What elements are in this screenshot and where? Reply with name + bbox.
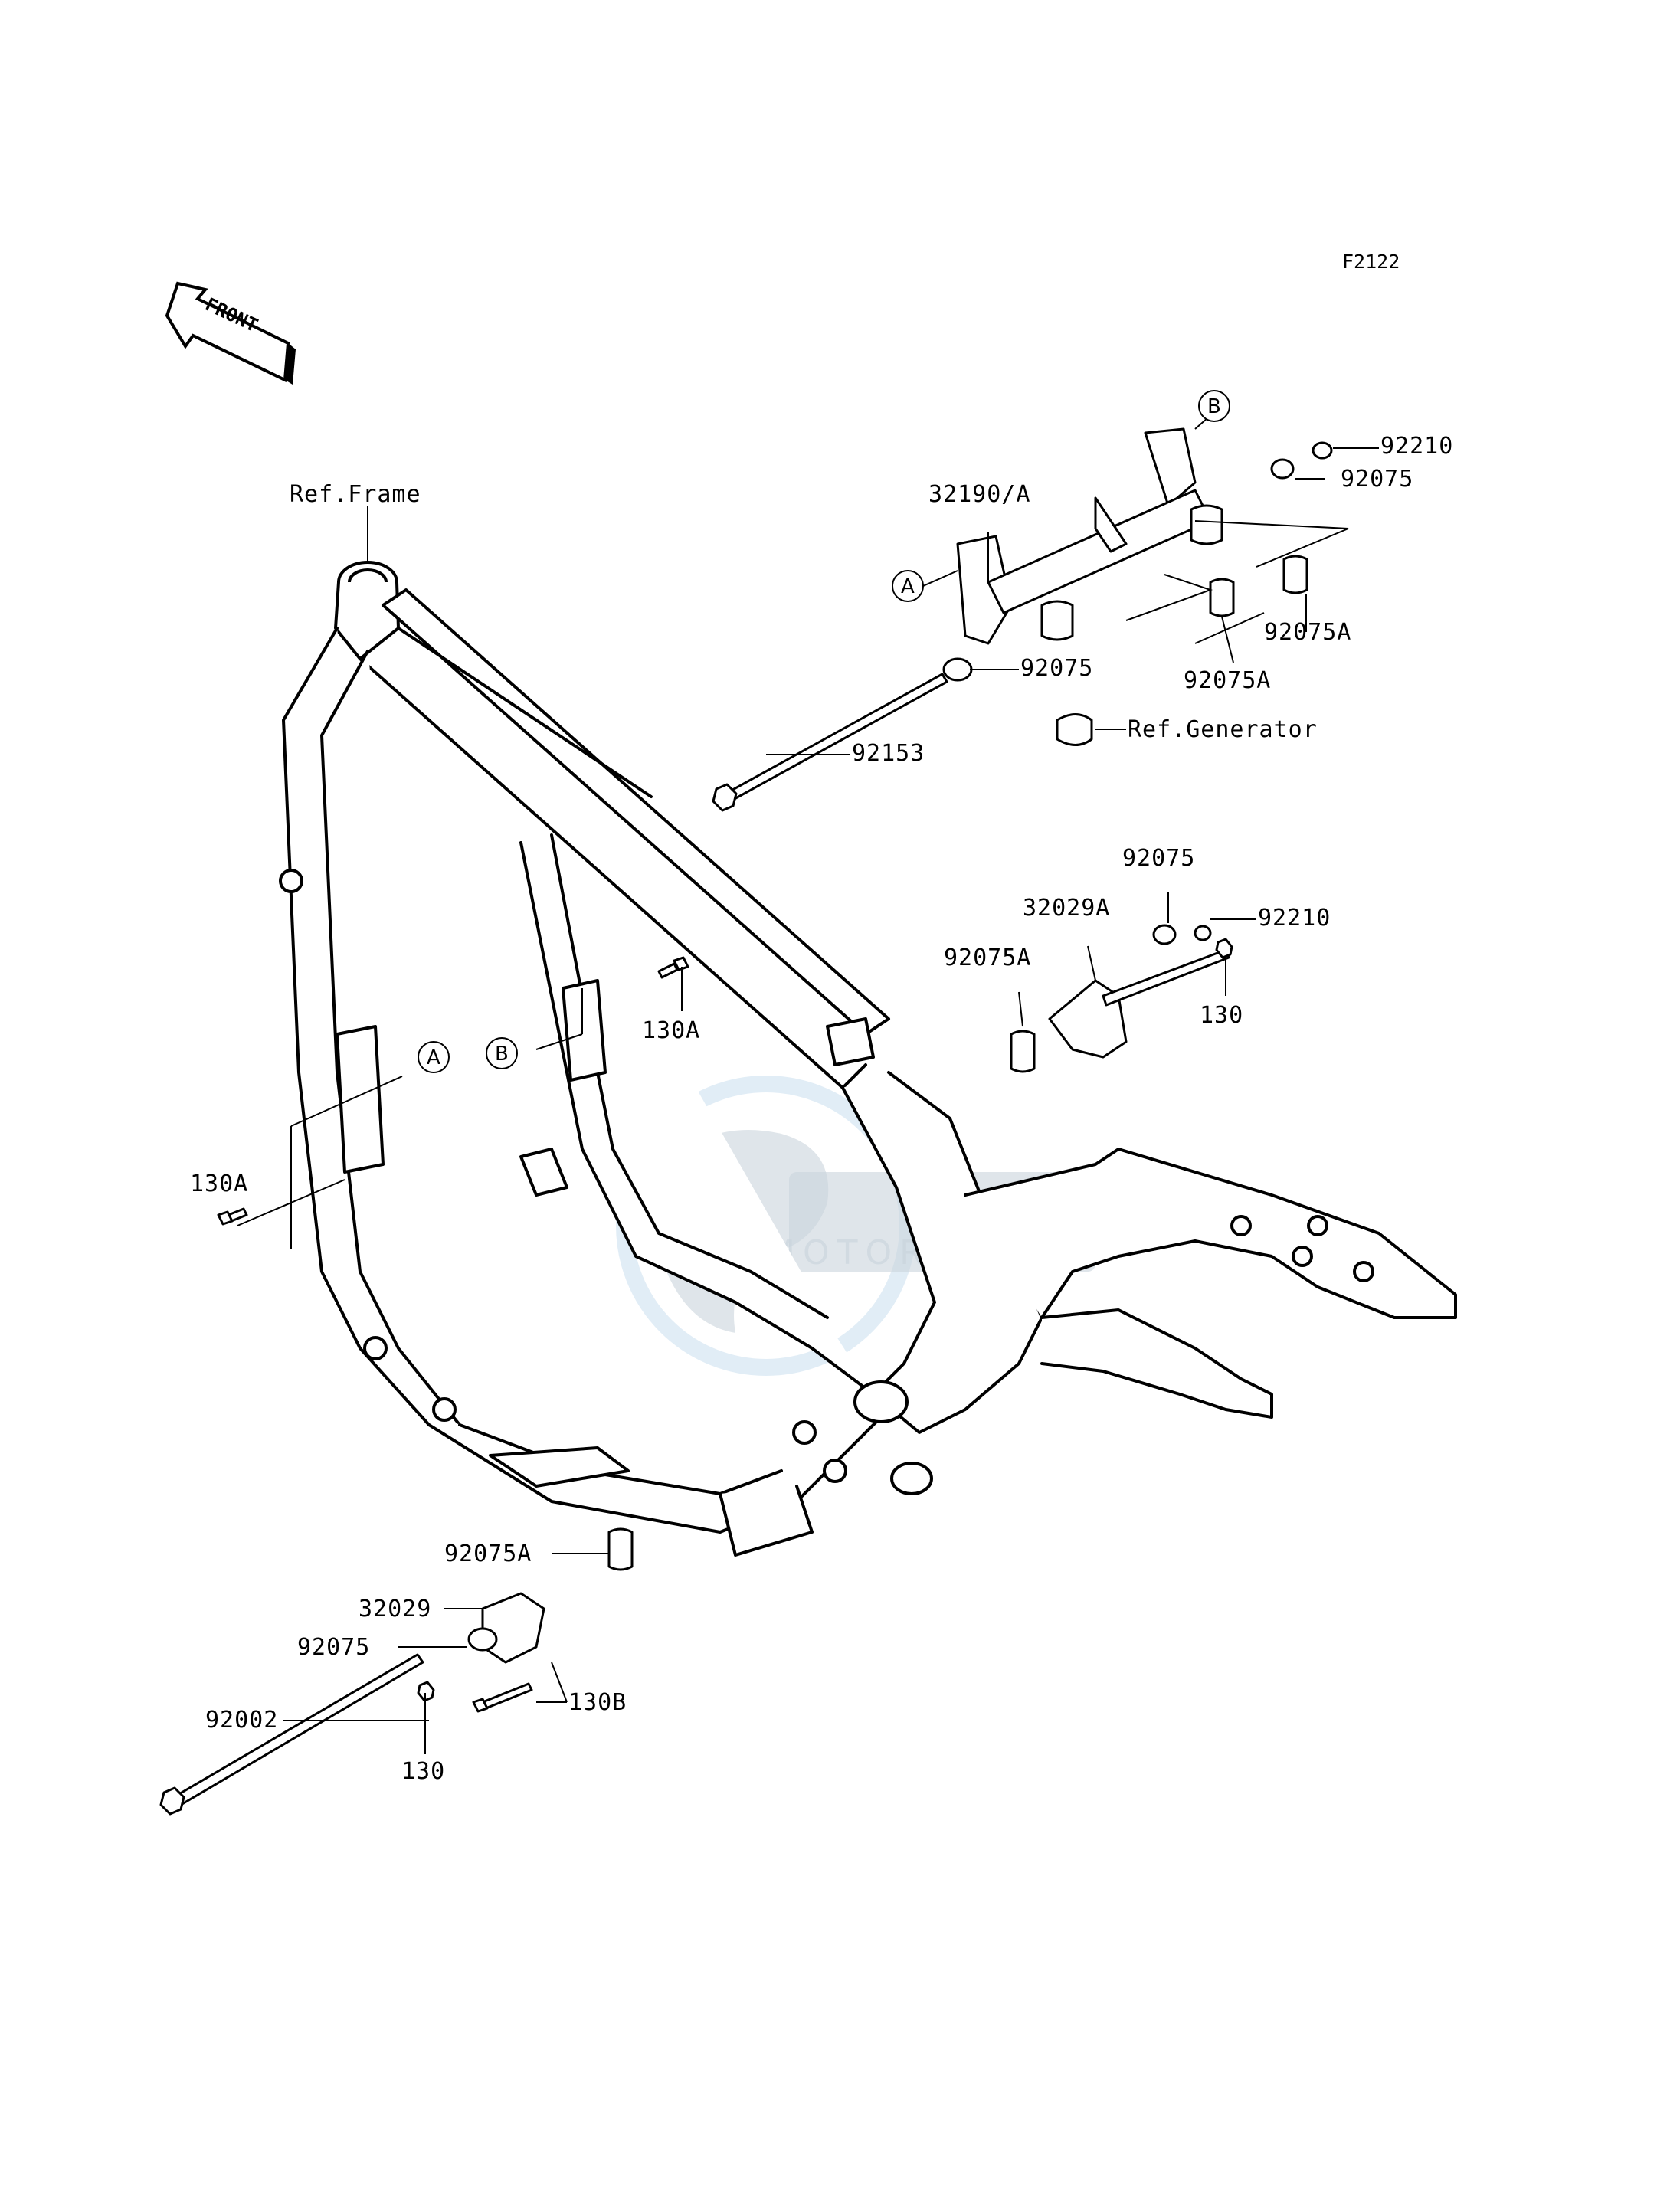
part-130b-label: 130B [568,1689,627,1716]
callout-b-center: B [486,1037,518,1069]
part-92210-2-label: 92210 [1258,905,1331,932]
bottom-bracket-assembly [159,1207,634,1816]
svg-text:B: B [1207,395,1221,418]
svg-text:B: B [495,1043,509,1066]
callout-a-top: A [892,570,924,602]
top-bracket-assembly [712,427,1349,812]
part-92075-bottom-label: 92075 [297,1634,370,1661]
part-92210-top-label: 92210 [1380,433,1453,460]
motorcycle-frame [279,561,1457,1557]
diagram-code: F2122 [1342,250,1400,273]
part-130-bottom-label: 130 [401,1758,445,1785]
part-92075a-left-label: 92075A [944,945,1031,971]
svg-text:A: A [427,1046,440,1069]
ref-generator-label: Ref.Generator [1128,716,1318,743]
part-130a-left-label: 130A [190,1171,248,1197]
part-92153-label: 92153 [852,740,925,767]
callout-b-top: B [1198,390,1230,422]
svg-text:A: A [901,575,915,598]
middle-bracket-assembly [657,924,1233,1073]
part-92075a-right-label: 92075A [1264,619,1351,646]
part-32029a-label: 32029A [1023,895,1110,922]
part-92075-2-label: 92075 [1122,845,1195,872]
part-130a-center-label: 130A [642,1017,700,1044]
part-32190a-label: 32190/A [928,481,1030,508]
ref-frame-label: Ref.Frame [290,481,421,508]
part-130-right-label: 130 [1200,1002,1243,1029]
part-92002-label: 92002 [205,1707,278,1734]
part-32029-label: 32029 [359,1596,431,1622]
leader-lines [237,411,1379,1754]
part-92075-mid-label: 92075 [1020,655,1093,682]
part-92075a-mid-label: 92075A [1184,667,1271,694]
part-92075a-bottom-label: 92075A [444,1541,532,1567]
front-arrow-icon: FRONT [165,281,296,385]
part-92075-top-label: 92075 [1341,466,1413,493]
part-labels: Ref.Frame Ref.Generator 32190/A 92210 92… [190,433,1453,1785]
callout-a-left: A [418,1041,450,1073]
